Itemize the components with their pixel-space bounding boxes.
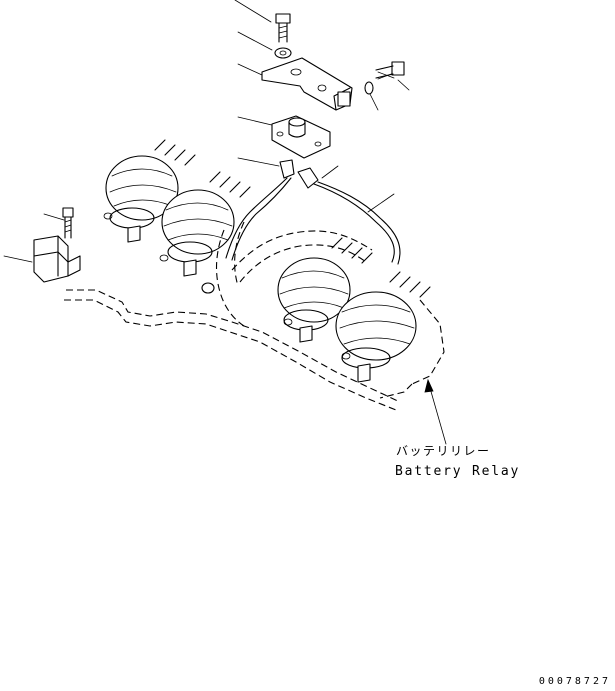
mounting-bracket [237, 57, 353, 111]
relay-upper-right [159, 171, 251, 277]
drawing-number: 00078727 [538, 676, 611, 687]
relay-lower-right [335, 271, 431, 383]
relay-lower-left [277, 237, 373, 343]
relay-mounting-plate [201, 221, 445, 399]
callout-arrow [424, 378, 447, 445]
side-bolt [375, 61, 410, 91]
terminal-block [237, 115, 331, 159]
left-bolt [43, 207, 74, 239]
relay-upper-left [103, 139, 196, 243]
top-bolt [234, 0, 291, 43]
cable-terminal-right [297, 165, 401, 265]
cable-terminal-left [225, 157, 295, 261]
callout-label-english: Battery Relay [395, 464, 521, 479]
top-washer [237, 31, 292, 59]
callout-label-japanese: バッテリリレー [396, 444, 491, 458]
side-washer [364, 81, 379, 111]
small-relay-box [3, 235, 81, 283]
wiring-harness-lower [64, 289, 401, 411]
